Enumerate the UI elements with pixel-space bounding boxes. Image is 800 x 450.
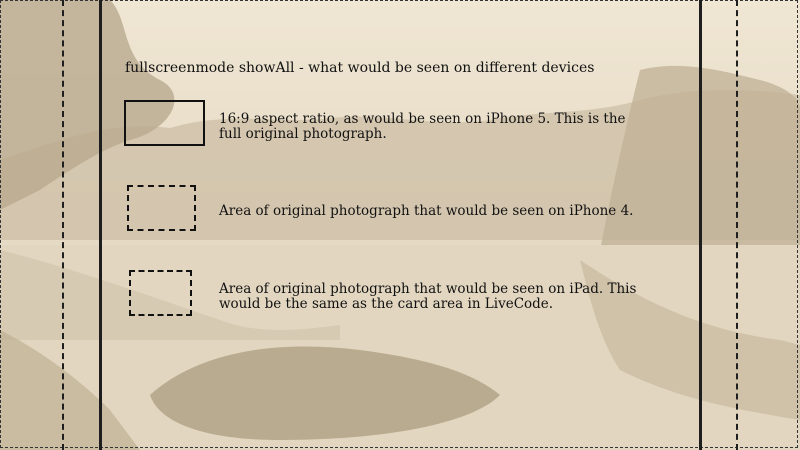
legend-label-iphone4: Area of original photograph that would b… [219,203,634,219]
diagram-title: fullscreenmode showAll - what would be s… [125,60,595,76]
legend-swatch-iphone4 [127,185,196,231]
ipad-crop-right-line [736,0,738,450]
legend-label-iphone5: 16:9 aspect ratio, as would be seen on i… [219,111,626,142]
legend-swatch-iphone5 [124,100,205,146]
iphone4-crop-right-line [699,0,702,450]
ipad-crop-left-line [62,0,64,450]
legend-swatch-ipad [129,270,192,316]
legend-label-ipad: Area of original photograph that would b… [219,281,637,312]
iphone4-crop-left-line [99,0,102,450]
